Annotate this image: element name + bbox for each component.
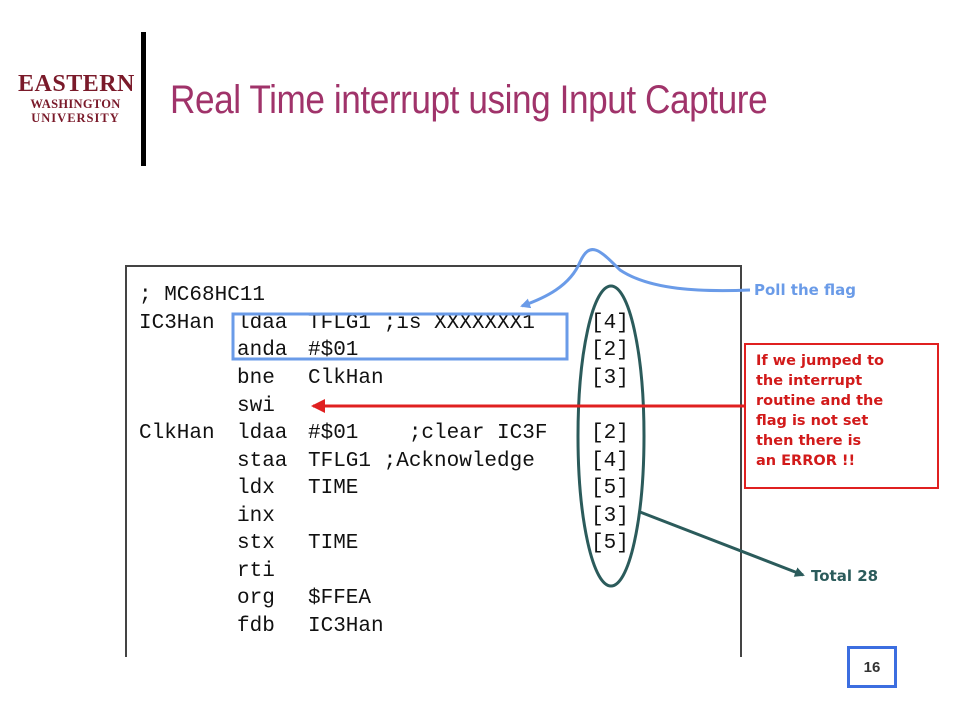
code-cycles: [5] — [591, 477, 629, 500]
scan-frame-left — [125, 265, 127, 657]
code-operand: #$01 — [308, 339, 359, 362]
code-op: bne — [237, 367, 275, 390]
logo-line-1: EASTERN — [18, 71, 135, 97]
error-line: an ERROR !! — [756, 453, 856, 469]
code-cycles: [2] — [591, 339, 629, 362]
total-arrow — [639, 510, 805, 577]
code-cycles: [2] — [591, 422, 629, 445]
code-op: stx — [237, 532, 275, 555]
code-op: swi — [237, 395, 275, 418]
code-operand: $FFEA — [308, 587, 372, 610]
scan-frame-right — [740, 265, 742, 657]
title-divider — [141, 32, 146, 166]
logo-line-3: UNIVERSITY — [31, 110, 120, 125]
code-cycles: [3] — [591, 505, 629, 528]
university-logo: EASTERN WASHINGTON UNIVERSITY — [18, 71, 135, 125]
code-operand: TFLG1 ;is XXXXXXX1 — [308, 312, 535, 335]
poll-annotation: Poll the flag — [754, 281, 857, 299]
code-comment: ; MC68HC11 — [139, 284, 266, 307]
code-op: fdb — [237, 615, 275, 638]
code-op: ldaa — [237, 422, 288, 445]
error-annotation-box: If we jumped to the interrupt routine an… — [744, 343, 939, 489]
code-op: ldx — [237, 477, 275, 500]
scan-frame-top — [125, 265, 742, 267]
error-line: flag is not set — [756, 413, 869, 429]
cycle-ellipse — [576, 284, 646, 588]
error-line: the interrupt — [756, 373, 863, 389]
code-cycles: [4] — [591, 312, 629, 335]
code-scan: ; MC68HC11 IC3Han ldaa TFLG1 ;is XXXXXXX… — [125, 265, 742, 657]
code-op: ldaa — [237, 312, 288, 335]
code-operand: IC3Han — [308, 615, 384, 638]
error-line: then there is — [756, 433, 862, 449]
code-op: staa — [237, 450, 288, 473]
page-number: 16 — [847, 646, 897, 688]
code-operand: TFLG1 ;Acknowledge — [308, 450, 535, 473]
code-operand: ClkHan — [308, 367, 384, 390]
code-label: ClkHan — [139, 422, 215, 445]
poll-arrow — [520, 248, 751, 309]
code-cycles: [5] — [591, 532, 629, 555]
code-cycles: [4] — [591, 450, 629, 473]
code-op: inx — [237, 505, 275, 528]
error-line: If we jumped to — [756, 353, 884, 369]
logo-line-2: WASHINGTON — [30, 97, 121, 111]
code-cycles: [3] — [591, 367, 629, 390]
poll-highlight-box — [231, 312, 569, 361]
code-op: org — [237, 587, 275, 610]
total-annotation: Total 28 — [811, 567, 879, 585]
code-operand: TIME — [308, 532, 359, 555]
code-op: rti — [237, 560, 275, 583]
error-line: routine and the — [756, 393, 884, 409]
code-label: IC3Han — [139, 312, 215, 335]
code-operand: #$01 ;clear IC3F — [308, 422, 548, 445]
code-operand: TIME — [308, 477, 359, 500]
slide-title: Real Time interrupt using Input Capture — [170, 78, 768, 122]
code-op: anda — [237, 339, 288, 362]
